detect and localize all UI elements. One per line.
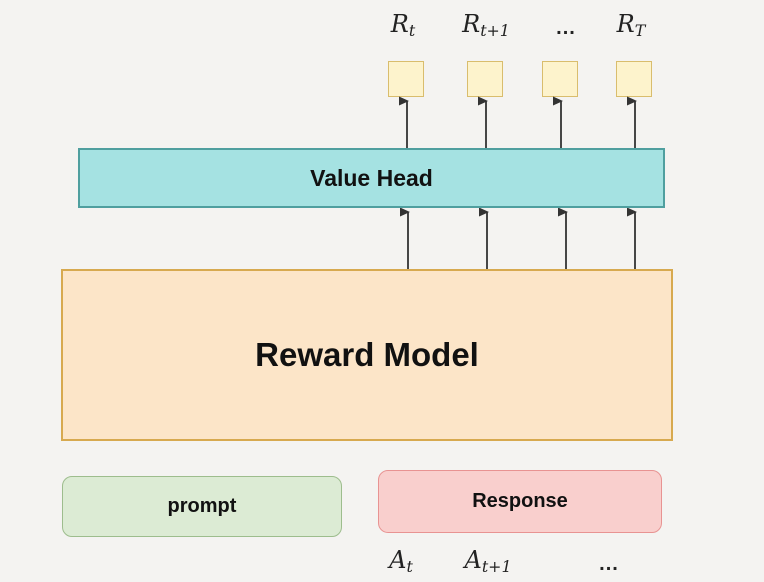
ellipsis-text: ... [599, 553, 619, 575]
math-base: A [464, 546, 482, 574]
reward-model-box: Reward Model [61, 269, 673, 441]
math-subscript: t+1 [481, 556, 512, 576]
reward-output-label-rT: RT [617, 12, 646, 39]
math-subscript: t [406, 556, 413, 576]
output-token-square [542, 61, 578, 97]
prompt-label: prompt [167, 495, 237, 517]
math-subscript: t [408, 20, 416, 40]
response-box: Response [378, 470, 662, 533]
value-head-label: Value Head [310, 164, 433, 191]
reward-output-label-rt: Rt [391, 12, 415, 39]
response-label: Response [472, 490, 568, 512]
output-token-square [388, 61, 424, 97]
math-subscript: t+1 [480, 20, 510, 40]
value-head-box: Value Head [78, 148, 665, 208]
prompt-box: prompt [62, 476, 342, 537]
reward-output-ellipsis: ... [556, 18, 576, 38]
action-label-at1: At+1 [464, 548, 511, 575]
math-base: R [462, 10, 481, 38]
action-label-at: At [389, 548, 413, 575]
output-token-square [616, 61, 652, 97]
ellipsis-text: ... [556, 17, 576, 39]
math-base: R [616, 10, 635, 38]
output-token-square [467, 61, 503, 97]
reward-output-label-rt1: Rt+1 [462, 12, 510, 39]
math-base: R [390, 10, 409, 38]
action-ellipsis: ... [599, 554, 619, 574]
math-subscript: T [634, 20, 646, 40]
math-base: A [389, 546, 407, 574]
reward-model-label: Reward Model [255, 336, 479, 373]
